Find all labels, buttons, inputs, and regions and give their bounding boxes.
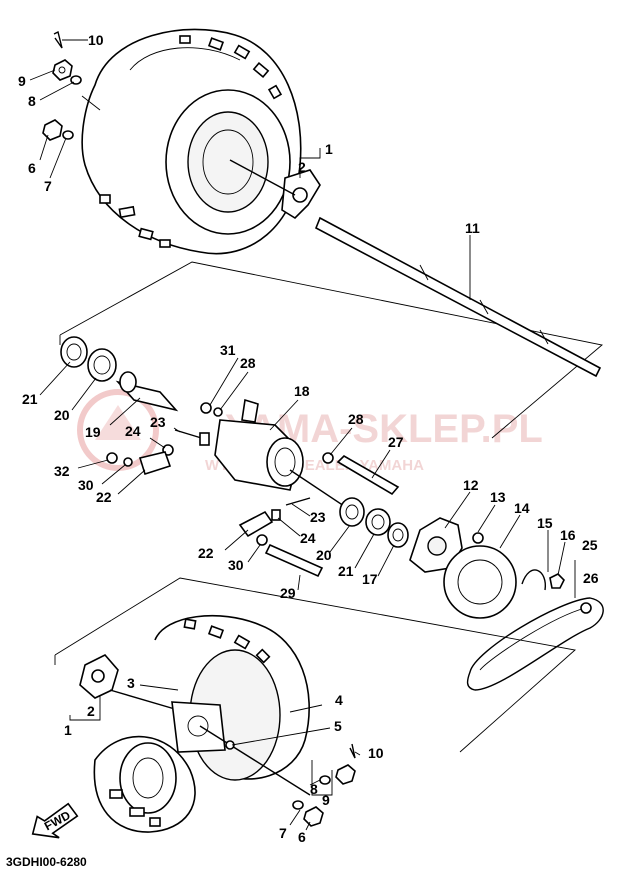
lower-fasteners [225, 740, 356, 827]
upper-fasteners [42, 30, 88, 141]
callout-10a: 10 [88, 32, 104, 48]
rear-axle [314, 216, 602, 378]
callout-29: 29 [280, 585, 296, 601]
sprocket-assembly [409, 517, 565, 619]
upper-hub [229, 159, 321, 220]
callout-20b: 20 [316, 547, 332, 563]
callout-1a: 1 [325, 141, 333, 157]
callout-17: 17 [362, 571, 378, 587]
callout-30a: 30 [78, 477, 94, 493]
callout-8a: 8 [28, 93, 36, 109]
callout-22a: 22 [96, 489, 112, 505]
callout-6b: 6 [298, 829, 306, 845]
upper-tire [81, 28, 302, 255]
callout-15: 15 [537, 515, 553, 531]
watermark-logo [77, 389, 159, 471]
callout-14: 14 [514, 500, 530, 516]
callout-7b: 7 [279, 825, 287, 841]
tread-blocks-lower [109, 618, 271, 827]
drive-chain [466, 560, 604, 691]
fwd-arrow: FWD [31, 802, 79, 839]
right-bearings [339, 497, 409, 548]
callout-32: 32 [54, 463, 70, 479]
lower-hub [79, 654, 186, 713]
left-bolts [106, 429, 210, 476]
leader-lines [29, 69, 566, 831]
callout-21a: 21 [22, 391, 38, 407]
callout-2a: 2 [298, 159, 306, 175]
callout-27: 27 [388, 434, 404, 450]
callout-8b: 8 [310, 781, 318, 797]
callout-21b: 21 [338, 563, 354, 579]
callout-6a: 6 [28, 160, 36, 176]
callout-28a: 28 [240, 355, 256, 371]
left-bearings [60, 336, 179, 412]
callout-28b: 28 [348, 411, 364, 427]
callout-31: 31 [220, 342, 236, 358]
callout-23b: 23 [310, 509, 326, 525]
callout-26: 26 [583, 570, 599, 586]
callout-2b: 2 [87, 703, 95, 719]
callout-5: 5 [334, 718, 342, 734]
callout-9b: 9 [322, 792, 330, 808]
callout-7a: 7 [44, 178, 52, 194]
callout-9a: 9 [18, 73, 26, 89]
watermark-logo-mark [95, 405, 141, 440]
callout-16: 16 [560, 527, 576, 543]
tread-blocks [99, 35, 283, 248]
callout-30b: 30 [228, 557, 244, 573]
callout-11: 11 [465, 220, 480, 236]
callout-19: 19 [85, 424, 101, 440]
callout-18: 18 [294, 383, 310, 399]
callout-labels: 10 9 8 6 7 1 2 11 21 20 31 28 18 19 23 2… [18, 32, 599, 845]
callout-25: 25 [582, 537, 598, 553]
callout-10b: 10 [368, 745, 384, 761]
callout-4: 4 [335, 692, 343, 708]
diagram-code: 3GDHI00-6280 [6, 855, 87, 869]
pinch-bolt [322, 452, 400, 496]
callout-22b: 22 [198, 545, 214, 561]
callout-3: 3 [127, 675, 135, 691]
assembly-planes [54, 261, 604, 753]
callout-20a: 20 [54, 407, 70, 423]
callout-1b: 1 [64, 722, 72, 738]
callout-13: 13 [490, 489, 506, 505]
callout-23a: 23 [150, 414, 166, 430]
callout-12: 12 [463, 477, 479, 493]
callout-24b: 24 [300, 530, 316, 546]
callout-24a: 24 [125, 423, 141, 439]
lower-wheel [93, 614, 311, 833]
